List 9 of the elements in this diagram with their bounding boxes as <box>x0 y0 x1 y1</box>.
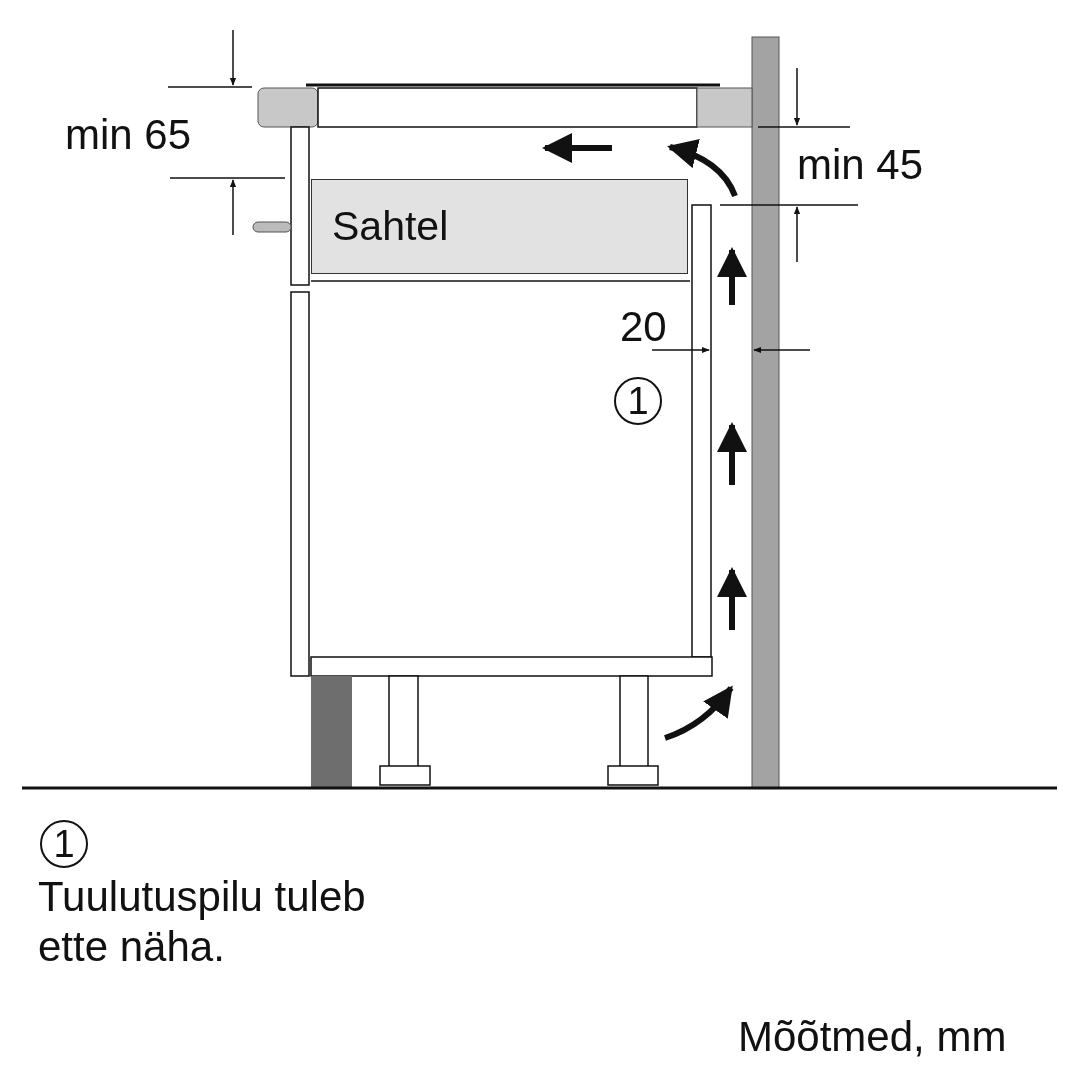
dimension-label: 20 <box>620 302 667 352</box>
callout-number: 1 <box>614 377 662 425</box>
units-note: Mõõtmed, mm <box>738 1012 1007 1062</box>
note-text: Tuulutuspilu tuleb ette näha. <box>38 872 367 973</box>
drawer-box <box>311 179 688 274</box>
drawer-label: Sahtel <box>332 206 449 247</box>
callout-number: 1 <box>40 820 88 868</box>
dimension-label: min 45 <box>797 140 924 190</box>
dimension-label: min 65 <box>65 110 192 160</box>
